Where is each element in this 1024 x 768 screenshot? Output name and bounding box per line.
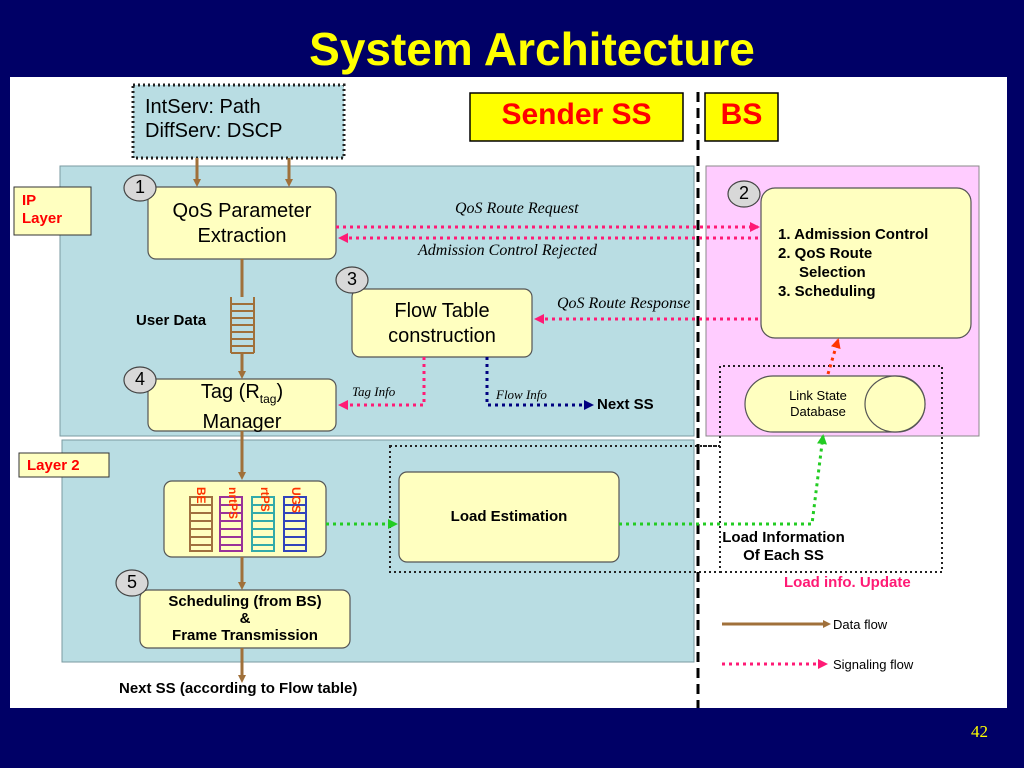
queue-label-be: BE [194,487,208,504]
link-state-to-bs-arrow [826,338,841,375]
load-update-arrow [619,434,827,526]
next-ss-label: Next SS [597,396,654,413]
queue-rtps [251,496,275,552]
tag-info-label: Tag Info [352,384,396,399]
load-dotted-region [389,445,721,573]
number-5: 5 [126,572,137,592]
tag-info-arrow [338,357,426,410]
flow-info-label: Flow Info [496,387,547,402]
layer2-label: Layer 2 [27,457,80,474]
admission-rejected-label: Admission Control Rejected [418,242,597,259]
bs-label: BS [720,98,763,131]
sender-ss-label: Sender SS [501,98,652,131]
user-data-label: User Data [136,312,207,329]
bs-functions-label: 1. Admission Control 2. QoS Route Select… [778,226,929,300]
sender-ss-box [469,92,684,142]
route-response-label: QoS Route Response [557,295,691,312]
bs-box [704,92,779,142]
load-estimation-label: Load Estimation [450,508,568,525]
number-1: 1 [134,177,145,197]
number-circle [115,569,149,597]
link-state-cylinder-end [864,375,926,433]
number-circle [335,266,369,294]
number-4: 4 [134,369,145,389]
ip-layer-tag [13,186,92,236]
load-estimation-block [398,471,620,563]
flow-info-arrow [485,357,594,410]
route-request-label: QoS Route Request [455,200,579,217]
queue-nrtps [219,496,243,552]
layer2-tag [18,452,110,478]
legend-data-flow-label: Data flow [833,617,888,632]
intserv-label: IntServ: Path [145,96,261,118]
queue-label-ugs: UGS [289,487,303,514]
slide-number: 42 [971,722,988,741]
user-data-queue [230,297,255,354]
flow-table-block [351,288,533,358]
next-ss-flow-label: Next SS (according to Flow table) [119,680,358,697]
number-circle [123,174,157,202]
queue-ugs [283,496,307,552]
diffserv-label: DiffServ: DSCP [145,120,283,142]
queue-label-rtps: rtPS [258,487,272,512]
number-2: 2 [738,183,749,203]
intserv-box [131,83,346,160]
legend-signaling-label: Signaling flow [833,657,914,672]
number-circle [123,366,157,394]
slide-title: System Architecture [309,23,755,75]
queue-label-nrtps: nrtPS [226,487,240,520]
scheduling-label: Scheduling (from BS)&Frame Transmission [168,593,322,644]
number-circle [727,180,761,208]
load-update-label: Load info. Update [784,574,911,591]
queue-be [189,496,213,552]
tag-manager-label: Tag (Rtag) Manager [200,381,284,433]
bs-functions-block [760,187,972,339]
number-3: 3 [346,269,357,289]
scheduling-block [139,589,351,649]
link-state-dotted-outline [700,365,943,573]
